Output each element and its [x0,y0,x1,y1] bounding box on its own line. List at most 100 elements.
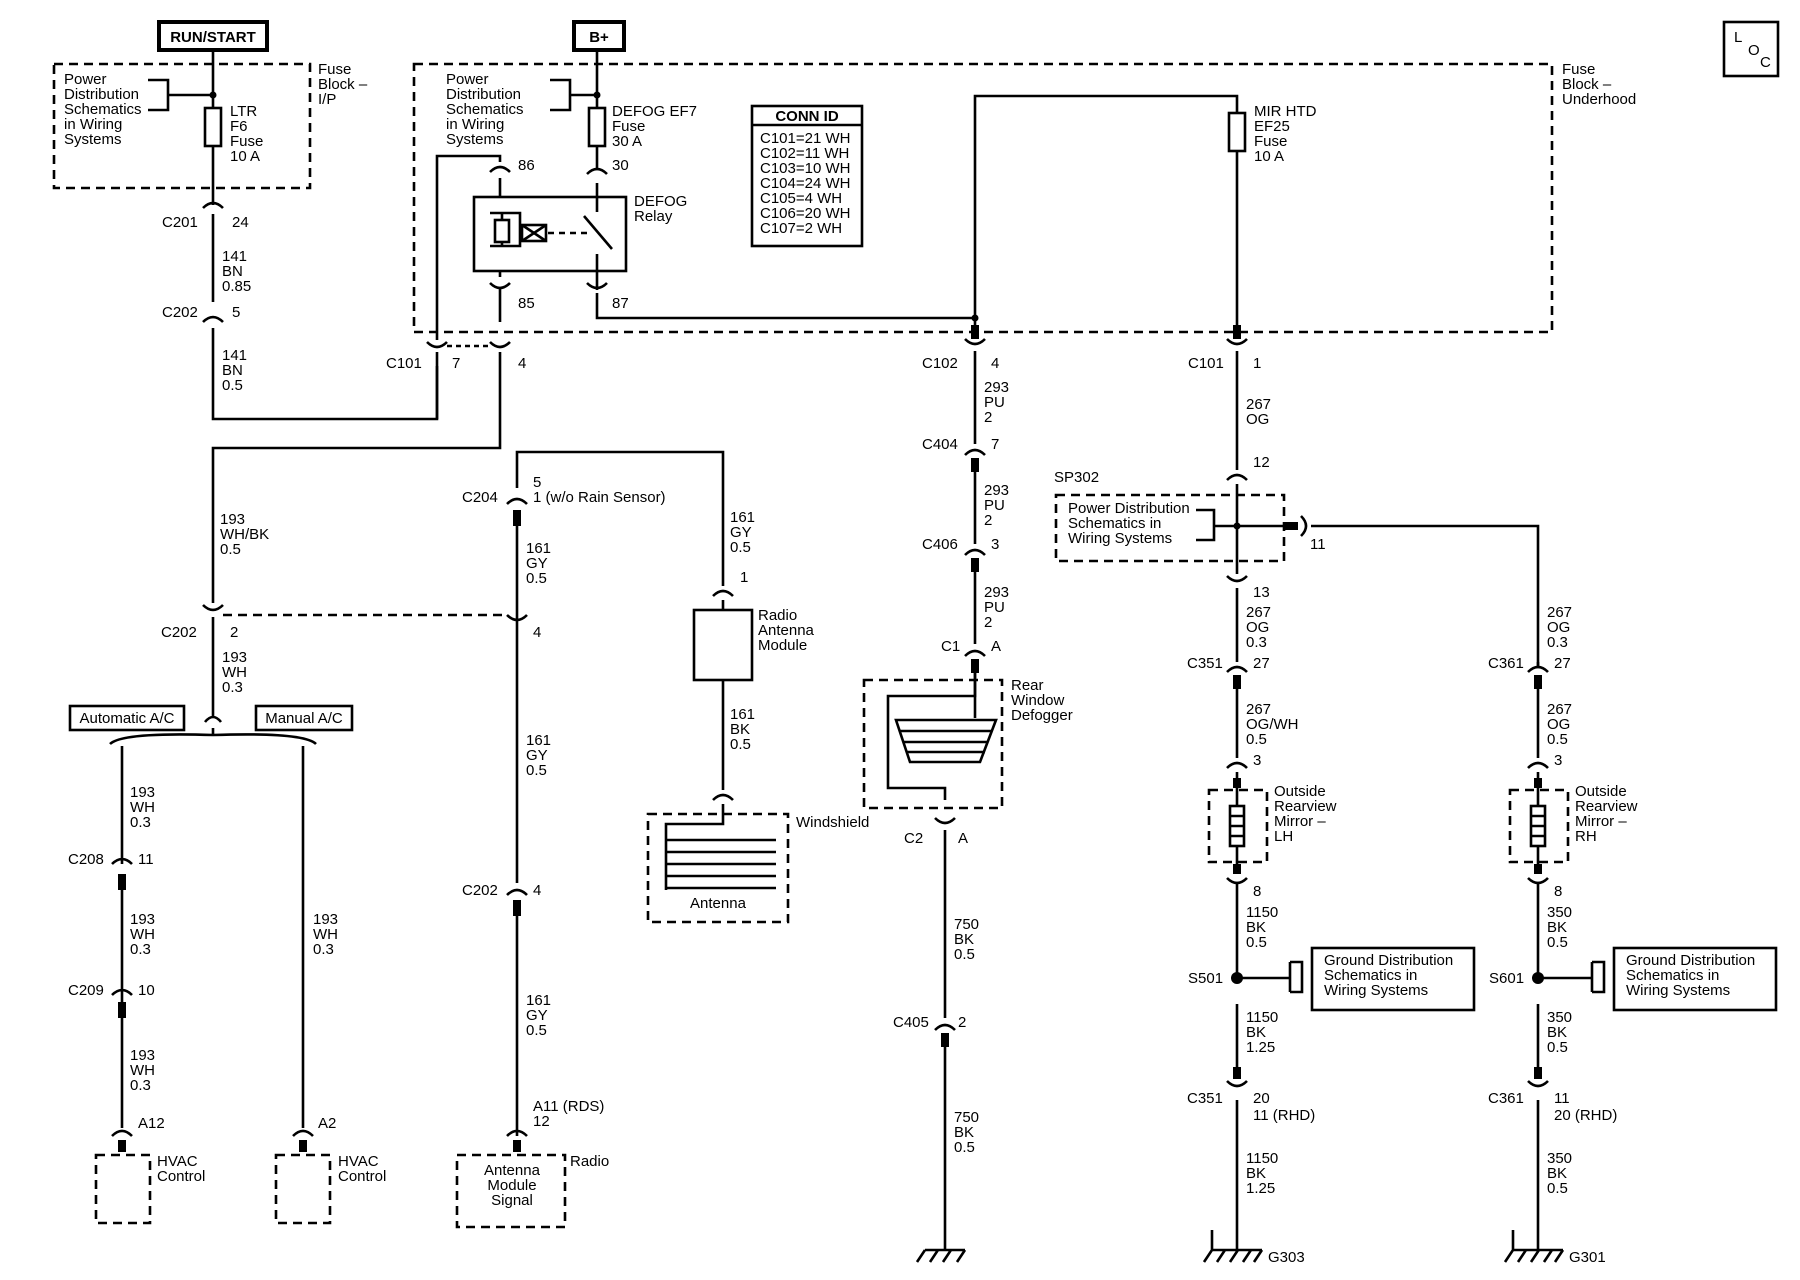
svg-text:141: 141 [222,248,247,265]
svg-text:Fuse: Fuse [230,133,263,150]
svg-text:267: 267 [1547,701,1572,718]
svg-text:C2: C2 [904,830,923,847]
svg-text:C103=10 WH: C103=10 WH [760,160,850,177]
svg-text:0.5: 0.5 [526,570,547,587]
svg-text:Distribution: Distribution [64,86,139,103]
svg-text:Automatic A/C: Automatic A/C [79,710,174,727]
svg-text:10: 10 [138,982,155,999]
svg-text:Control: Control [157,1168,205,1185]
radio-antenna-module: 1 Radio Antenna Module [692,569,815,790]
svg-text:1150: 1150 [1246,1150,1278,1167]
svg-text:A12: A12 [138,1115,165,1132]
svg-text:C406: C406 [922,536,958,553]
svg-text:0.5: 0.5 [1246,731,1267,748]
svg-text:Underhood: Underhood [1562,91,1636,108]
svg-text:C201: C201 [162,214,198,231]
svg-text:Module: Module [758,637,807,654]
svg-text:Antenna: Antenna [690,895,747,912]
svg-text:750: 750 [954,1109,979,1126]
conn-id-table: CONN ID C101=21 WH C102=11 WH C103=10 WH… [750,104,864,248]
svg-text:Mirror –: Mirror – [1575,813,1627,830]
svg-text:Antenna: Antenna [484,1162,541,1179]
svg-text:Schematics in: Schematics in [1068,515,1161,532]
run-start-label: RUN/START [157,20,269,52]
svg-text:Antenna: Antenna [758,622,815,639]
svg-text:11: 11 [1310,536,1326,553]
svg-text:Defogger: Defogger [1011,707,1073,724]
fuse-mir-htd-icon [1227,111,1247,153]
svg-text:L: L [1734,29,1742,46]
svg-text:27: 27 [1253,655,1270,672]
svg-text:0.3: 0.3 [1246,634,1267,651]
svg-text:CONN ID: CONN ID [775,108,839,125]
connector-c351-low: C351 20 11 (RHD) [1187,1067,1315,1124]
svg-text:10 A: 10 A [1254,148,1284,165]
svg-text:2: 2 [984,409,992,426]
svg-text:Window: Window [1011,692,1065,709]
connector-c208: C208 11 [68,851,154,890]
svg-text:12: 12 [1253,454,1270,471]
svg-text:GY: GY [526,747,548,764]
svg-text:GY: GY [730,524,752,541]
svg-text:C351: C351 [1187,655,1223,672]
svg-text:C202: C202 [462,882,498,899]
svg-text:Fuse: Fuse [318,61,351,78]
svg-text:161: 161 [526,992,551,1009]
svg-text:267: 267 [1246,604,1271,621]
svg-text:20: 20 [1253,1090,1270,1107]
connector-c404: C404 7 [922,436,999,472]
svg-text:750: 750 [954,916,979,933]
svg-text:C106=20 WH: C106=20 WH [760,205,850,222]
svg-text:BK: BK [1246,1024,1266,1041]
svg-text:GY: GY [526,555,548,572]
svg-text:S601: S601 [1489,970,1524,987]
svg-text:193: 193 [130,911,155,928]
svg-text:3: 3 [1253,752,1261,769]
svg-text:HVAC: HVAC [338,1153,379,1170]
svg-text:Ground Distribution: Ground Distribution [1626,952,1755,969]
svg-text:C404: C404 [922,436,958,453]
manual-ac-label: Manual A/C [254,704,354,732]
svg-text:DEFOG EF7: DEFOG EF7 [612,103,697,120]
svg-text:C361: C361 [1488,1090,1524,1107]
svg-text:0.5: 0.5 [526,1022,547,1039]
svg-text:Schematics in: Schematics in [1324,967,1417,984]
hvac-control-manual: A2 HVAC Control [274,1115,386,1225]
svg-text:4: 4 [991,355,999,372]
svg-text:0.5: 0.5 [222,377,243,394]
svg-text:A11 (RDS): A11 (RDS) [533,1098,604,1115]
svg-text:5: 5 [533,474,541,491]
svg-text:193: 193 [130,784,155,801]
svg-text:0.3: 0.3 [1547,634,1568,651]
svg-text:11 (RHD): 11 (RHD) [1253,1107,1315,1124]
svg-text:267: 267 [1246,701,1271,718]
svg-text:30 A: 30 A [612,133,642,150]
svg-text:Ground Distribution: Ground Distribution [1324,952,1453,969]
svg-text:WH: WH [130,926,155,943]
svg-text:OG: OG [1547,716,1570,733]
svg-text:0.5: 0.5 [730,736,751,753]
svg-text:C361: C361 [1488,655,1524,672]
svg-text:Mirror –: Mirror – [1274,813,1326,830]
svg-text:87: 87 [612,295,629,312]
svg-text:8: 8 [1253,883,1261,900]
connector-c201: C201 24 [162,201,249,302]
svg-text:0.5: 0.5 [730,539,751,556]
svg-text:WH: WH [130,1062,155,1079]
svg-text:Systems: Systems [446,131,504,148]
svg-text:BK: BK [1547,1165,1567,1182]
svg-text:C202: C202 [162,304,198,321]
svg-text:GY: GY [526,1007,548,1024]
svg-text:BK: BK [1547,1024,1567,1041]
svg-text:Manual A/C: Manual A/C [265,710,343,727]
svg-text:Power Distribution: Power Distribution [1068,500,1190,517]
svg-text:C208: C208 [68,851,104,868]
svg-text:1: 1 [740,569,748,586]
svg-text:Module: Module [487,1177,536,1194]
svg-text:30: 30 [612,157,629,174]
svg-text:4: 4 [518,355,526,372]
ground-icon [915,1248,967,1263]
svg-text:2: 2 [984,614,992,631]
